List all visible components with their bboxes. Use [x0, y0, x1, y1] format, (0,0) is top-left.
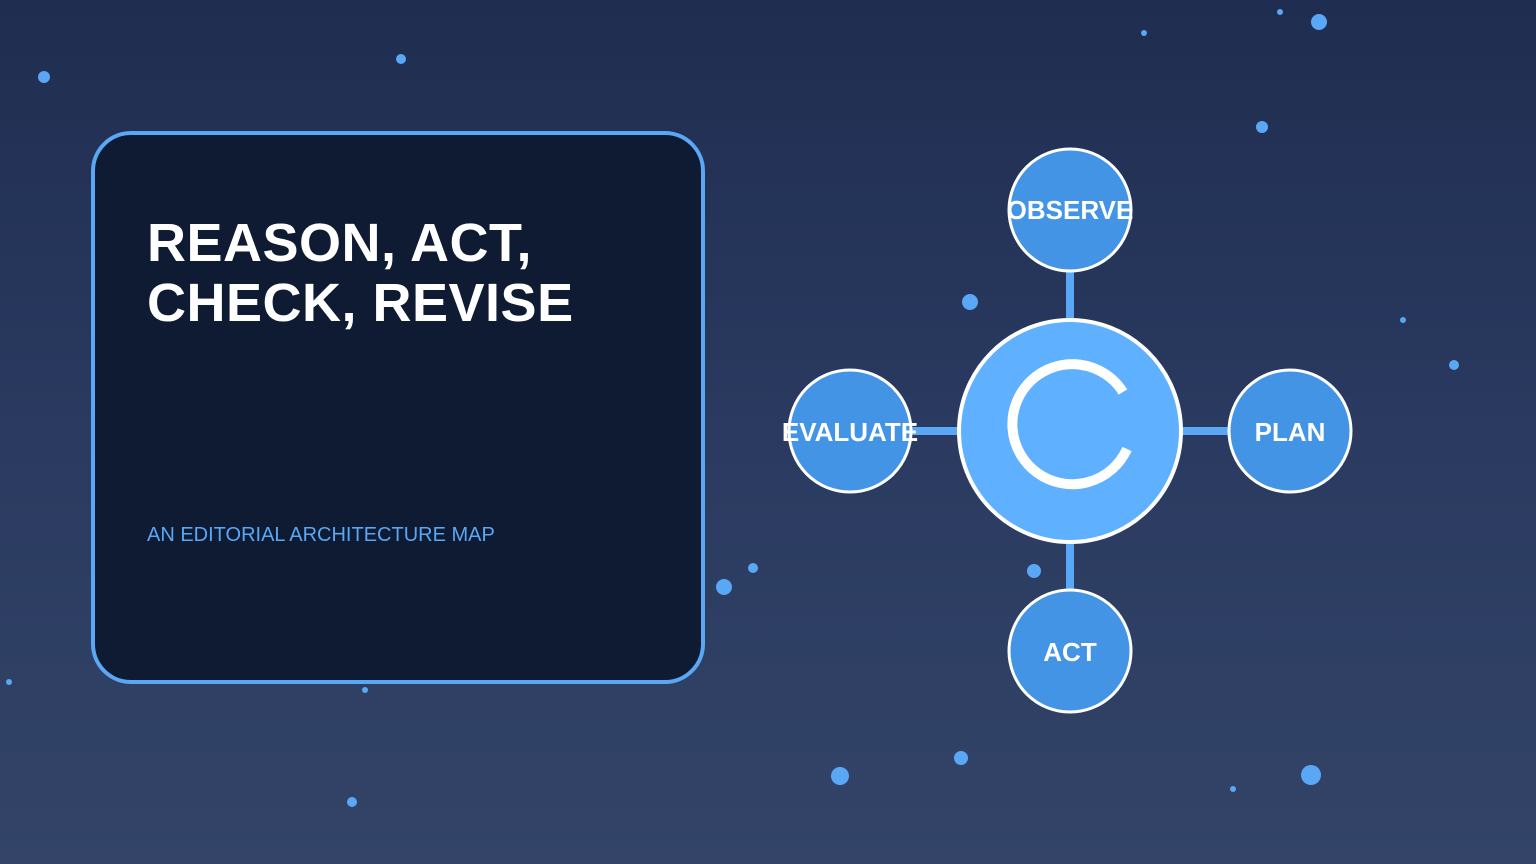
hub-node: [957, 318, 1183, 544]
node-observe: OBSERVE: [1007, 147, 1134, 273]
title-line-2: CHECK, REVISE: [147, 273, 574, 333]
background-dot: [748, 563, 758, 573]
background-dot: [6, 679, 12, 685]
page-title: REASON, ACT, CHECK, REVISE: [147, 213, 687, 333]
node-label-act: ACT: [1043, 637, 1097, 667]
title-card: REASON, ACT, CHECK, REVISE AN EDITORIAL …: [91, 131, 705, 684]
background-dot: [38, 71, 50, 83]
background-dot: [1311, 14, 1327, 30]
background-dot: [831, 767, 849, 785]
refresh-cycle-icon: [1007, 359, 1132, 490]
background-dot: [1027, 564, 1041, 578]
node-label-observe: OBSERVE: [1007, 195, 1134, 225]
background-dot: [1256, 121, 1268, 133]
node-evaluate: EVALUATE: [782, 368, 918, 494]
background-dot: [396, 54, 406, 64]
page-subtitle: AN EDITORIAL ARCHITECTURE MAP: [147, 524, 495, 546]
node-plan: PLAN: [1227, 368, 1353, 494]
title-line-1: REASON, ACT,: [147, 213, 533, 273]
background-dot: [1230, 786, 1236, 792]
node-act: ACT: [1007, 588, 1133, 714]
background-dot: [716, 579, 732, 595]
node-label-plan: PLAN: [1255, 417, 1326, 447]
background-dot: [954, 751, 968, 765]
background-dot: [1277, 9, 1283, 15]
background-dot: [347, 797, 357, 807]
background-dot: [1141, 30, 1147, 36]
background-dot: [362, 687, 368, 693]
background-dot: [1449, 360, 1459, 370]
background-dot: [1301, 765, 1321, 785]
background-dot: [1400, 317, 1406, 323]
node-label-evaluate: EVALUATE: [782, 417, 918, 447]
background-dot: [962, 294, 978, 310]
